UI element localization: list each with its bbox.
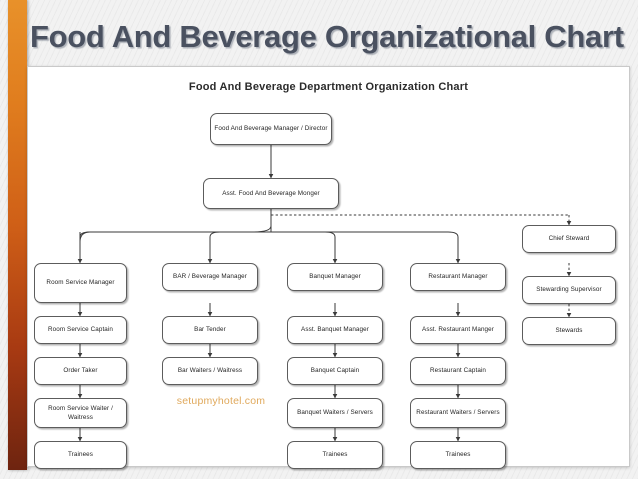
- node-chief-steward[interactable]: Chief Steward: [522, 225, 616, 253]
- accent-bar: [8, 0, 27, 470]
- node-asst-fb-manager[interactable]: Asst. Food And Beverage Monger: [203, 178, 339, 209]
- node-order-taker[interactable]: Order Taker: [34, 357, 127, 385]
- watermark: setupmyhotel.com: [176, 395, 266, 407]
- node-banquet-trainees[interactable]: Trainees: [287, 441, 383, 469]
- content-panel: Food And Beverage Department Organizatio…: [27, 66, 630, 469]
- page-title: Food And Beverage Organizational Chart: [30, 19, 624, 54]
- chart-connectors: [77, 145, 572, 442]
- chart-title: Food And Beverage Department Organizatio…: [188, 81, 469, 93]
- node-restaurant-manager[interactable]: Restaurant Manager: [410, 263, 506, 291]
- node-room-service-captain[interactable]: Room Service Captain: [34, 316, 127, 344]
- node-stewards[interactable]: Stewards: [522, 317, 616, 345]
- node-bar-tender[interactable]: Bar Tender: [162, 316, 258, 344]
- node-banquet-manager[interactable]: Banquet Manager: [287, 263, 383, 291]
- node-bar-beverage-manager[interactable]: BAR / Beverage Manager: [162, 263, 258, 291]
- node-restaurant-waiters[interactable]: Restaurant Waiters / Servers: [410, 398, 506, 428]
- node-restaurant-trainees[interactable]: Trainees: [410, 441, 506, 469]
- node-room-service-manager[interactable]: Room Service Manager: [34, 263, 127, 303]
- node-banquet-captain[interactable]: Banquet Captain: [287, 357, 383, 385]
- node-restaurant-captain[interactable]: Restaurant Captain: [410, 357, 506, 385]
- node-asst-restaurant-manager[interactable]: Asst. Restaurant Manger: [410, 316, 506, 344]
- node-room-service-waiter[interactable]: Room Service Waiter / Waitress: [34, 398, 127, 428]
- node-stewarding-supervisor[interactable]: Stewarding Supervisor: [522, 276, 616, 304]
- node-asst-banquet-manager[interactable]: Asst. Banquet Manager: [287, 316, 383, 344]
- node-room-service-trainees[interactable]: Trainees: [34, 441, 127, 469]
- node-fb-manager[interactable]: Food And Beverage Manager / Director: [210, 113, 332, 145]
- node-bar-waiters[interactable]: Bar Waiters / Waitress: [162, 357, 258, 385]
- node-banquet-waiters[interactable]: Banquet Waiters / Servers: [287, 398, 383, 428]
- org-chart: Food And Beverage Department Organizatio…: [28, 67, 629, 469]
